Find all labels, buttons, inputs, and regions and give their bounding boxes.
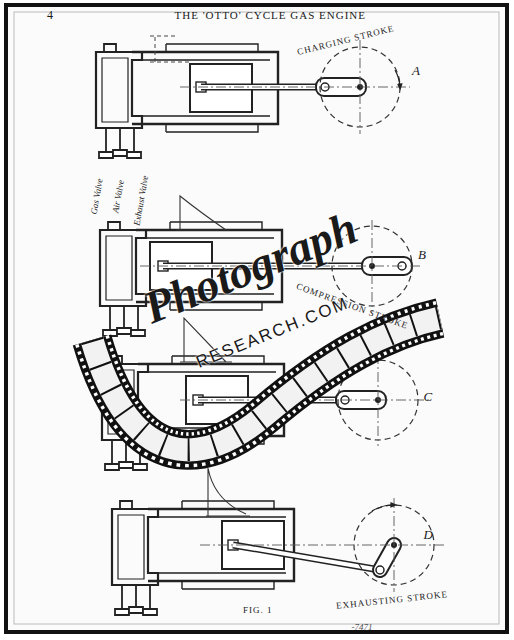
figure-letter: A bbox=[412, 64, 420, 77]
page-number: 4 bbox=[47, 9, 53, 21]
figure-letter: B bbox=[418, 248, 426, 261]
page-title: THE 'OTTO' CYCLE GAS ENGINE bbox=[175, 10, 366, 21]
figure-caption: FIG. 1 bbox=[243, 606, 273, 615]
figure-letter: C bbox=[424, 390, 433, 403]
figure-letter: D bbox=[424, 528, 433, 541]
handwritten-number: -7471 bbox=[352, 623, 373, 632]
